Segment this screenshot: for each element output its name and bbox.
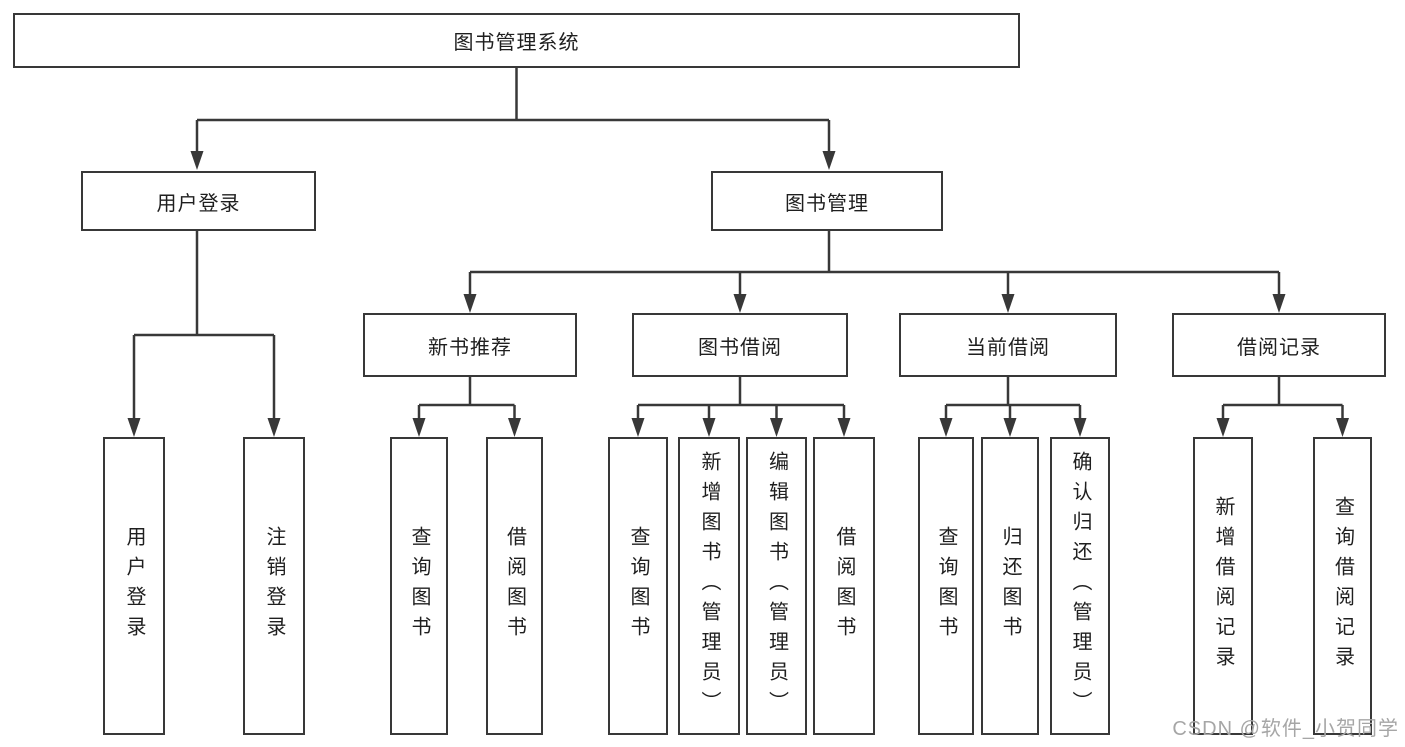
leaf-edit-book-admin-label: 编辑图书（管理员） (765, 451, 788, 721)
leaf-add-book-admin-label: 新增图书（管理员） (698, 451, 720, 721)
leaf-add-book-admin: 新增图书（管理员） (678, 437, 740, 735)
leaf-query-books-2-label: 查询图书 (627, 526, 649, 646)
leaf-edit-book-admin: 编辑图书（管理员） (746, 437, 807, 735)
leaf-user-login: 用户登录 (103, 437, 165, 735)
node-borrowing-records-label: 借阅记录 (1237, 336, 1321, 359)
leaf-query-books-1: 查询图书 (390, 437, 448, 735)
node-root-label: 图书管理系统 (453, 32, 580, 54)
node-borrowing-records: 借阅记录 (1172, 313, 1386, 377)
leaf-return-book: 归还图书 (981, 437, 1039, 735)
leaf-confirm-return-admin: 确认归还（管理员） (1050, 437, 1110, 735)
leaf-logout-label: 注销登录 (263, 526, 285, 646)
node-book-borrowing: 图书借阅 (632, 313, 848, 377)
node-new-book-recommendation: 新书推荐 (363, 313, 577, 377)
leaf-borrow-books-1: 借阅图书 (486, 437, 543, 735)
leaf-add-borrow-record: 新增借阅记录 (1193, 437, 1253, 735)
node-root: 图书管理系统 (13, 13, 1020, 68)
leaf-user-login-label: 用户登录 (123, 526, 145, 646)
leaf-borrow-books-2: 借阅图书 (813, 437, 875, 735)
node-book-management-label: 图书管理 (785, 192, 869, 215)
node-book-borrowing-label: 图书借阅 (698, 336, 782, 359)
leaf-query-books-1-label: 查询图书 (408, 526, 430, 646)
leaf-query-borrow-record: 查询借阅记录 (1313, 437, 1372, 735)
node-current-borrowing-label: 当前借阅 (966, 336, 1050, 359)
connector-borrow-to-leaves (631, 377, 851, 437)
leaf-return-book-label: 归还图书 (999, 526, 1021, 646)
leaf-query-books-2: 查询图书 (608, 437, 668, 735)
leaf-borrow-books-2-label: 借阅图书 (833, 526, 855, 646)
watermark: CSDN @软件_小贺同学 (1172, 718, 1399, 740)
node-new-book-recommendation-label: 新书推荐 (428, 336, 512, 359)
connector-root-to-level2 (190, 68, 836, 170)
node-book-management: 图书管理 (711, 171, 943, 231)
connector-userlogin-to-leaves (127, 231, 281, 437)
leaf-borrow-books-1-label: 借阅图书 (503, 526, 526, 646)
connector-newrec-to-leaves (412, 377, 521, 437)
leaf-confirm-return-admin-label: 确认归还（管理员） (1069, 451, 1091, 721)
connector-current-to-leaves (939, 377, 1087, 437)
leaf-query-books-3: 查询图书 (918, 437, 974, 735)
leaf-add-borrow-record-label: 新增借阅记录 (1212, 496, 1234, 676)
leaf-query-books-3-label: 查询图书 (935, 526, 957, 646)
leaf-query-borrow-record-label: 查询借阅记录 (1331, 496, 1354, 676)
node-current-borrowing: 当前借阅 (899, 313, 1117, 377)
node-user-login: 用户登录 (81, 171, 316, 231)
connector-bookmgmt-to-level3 (463, 231, 1286, 313)
connector-records-to-leaves (1216, 377, 1349, 437)
node-user-login-label: 用户登录 (156, 192, 241, 215)
leaf-logout: 注销登录 (243, 437, 305, 735)
